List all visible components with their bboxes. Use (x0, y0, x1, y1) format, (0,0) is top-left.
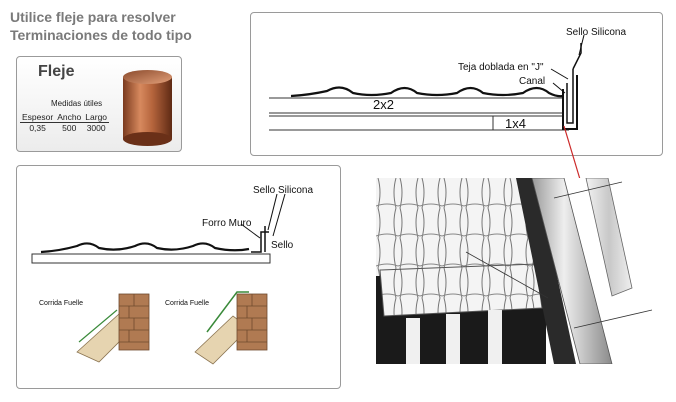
copper-roll-image (123, 70, 172, 146)
fleje-col-espesor: Espesor (20, 112, 56, 123)
label-1x4: 1x4 (505, 116, 526, 131)
roof-3d-illustration (376, 178, 668, 364)
lower-diagram-card: Sello Silicona Forro Muro Sello Corrida … (16, 165, 341, 389)
fleje-val-espesor: 0,35 (29, 123, 46, 133)
heading-line-2: Terminaciones de todo tipo (10, 27, 192, 43)
fleje-card: Fleje Medidas útiles Espesor Ancho Largo… (16, 56, 182, 152)
label-sello-silicona-lower: Sello Silicona (253, 185, 313, 196)
corrida-fuelle-right-illustration (194, 291, 268, 365)
corrida-fuelle-left-illustration (76, 293, 150, 363)
heading-line-1: Utilice fleje para resolver (10, 9, 176, 25)
fleje-title: Fleje (38, 63, 75, 80)
main-cross-section: Sello Silicona Teja doblada en "J" Canal… (269, 27, 626, 131)
label-corrida-fuelle-left: Corrida Fuelle (39, 300, 83, 307)
label-sello-silicona: Sello Silicona (566, 27, 626, 38)
main-diagram-card: Sello Silicona Teja doblada en "J" Canal… (250, 12, 663, 156)
fleje-col-largo: Largo (83, 112, 110, 123)
fleje-val-ancho: 500 (62, 123, 77, 133)
label-canal: Canal (519, 76, 545, 87)
label-sello: Sello (271, 240, 294, 251)
fleje-table: Espesor Ancho Largo 0,35 500 3000 (20, 112, 110, 133)
label-2x2: 2x2 (373, 97, 394, 112)
label-corrida-fuelle-right: Corrida Fuelle (165, 300, 209, 307)
fleje-val-largo: 3000 (86, 123, 106, 133)
fleje-col-ancho: Ancho (55, 112, 84, 123)
label-forro-muro: Forro Muro (202, 218, 252, 229)
lower-cross-section: Sello Silicona Forro Muro Sello Corrida … (31, 185, 313, 365)
label-teja-doblada: Teja doblada en "J" (458, 62, 544, 73)
fleje-subtitle: Medidas útiles (51, 99, 103, 108)
page-heading: Utilice fleje para resolver Terminacione… (10, 8, 192, 44)
